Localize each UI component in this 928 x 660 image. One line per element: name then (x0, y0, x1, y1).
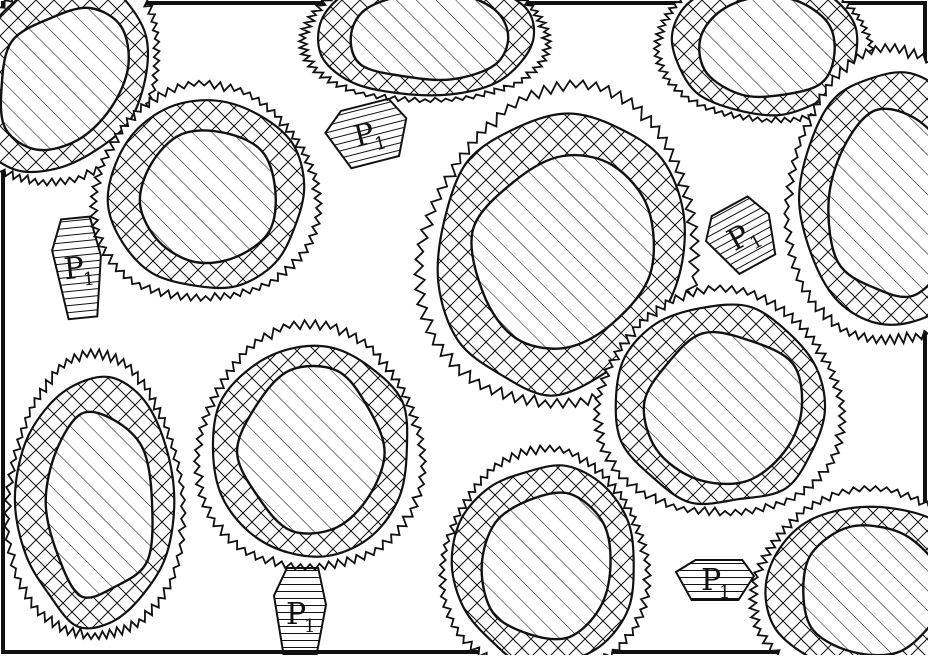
particle-p1: P1 (321, 96, 415, 172)
coated-grain (4, 349, 185, 639)
grain-core-hatched (351, 0, 508, 80)
coated-grain (194, 320, 426, 570)
coated-grain (749, 486, 928, 655)
particle-p1: P1 (676, 560, 754, 603)
coated-grain (299, 0, 551, 102)
grain-core-hatched (140, 130, 276, 263)
particle-p1: P1 (697, 192, 787, 281)
grain-core-hatched (803, 525, 928, 655)
particle-p1: P1 (274, 568, 326, 655)
particle-label-subscript: 1 (82, 268, 95, 290)
particle-label-subscript: 1 (304, 616, 315, 637)
grain-core-hatched (699, 0, 834, 97)
particle-label-subscript: 1 (719, 582, 730, 603)
